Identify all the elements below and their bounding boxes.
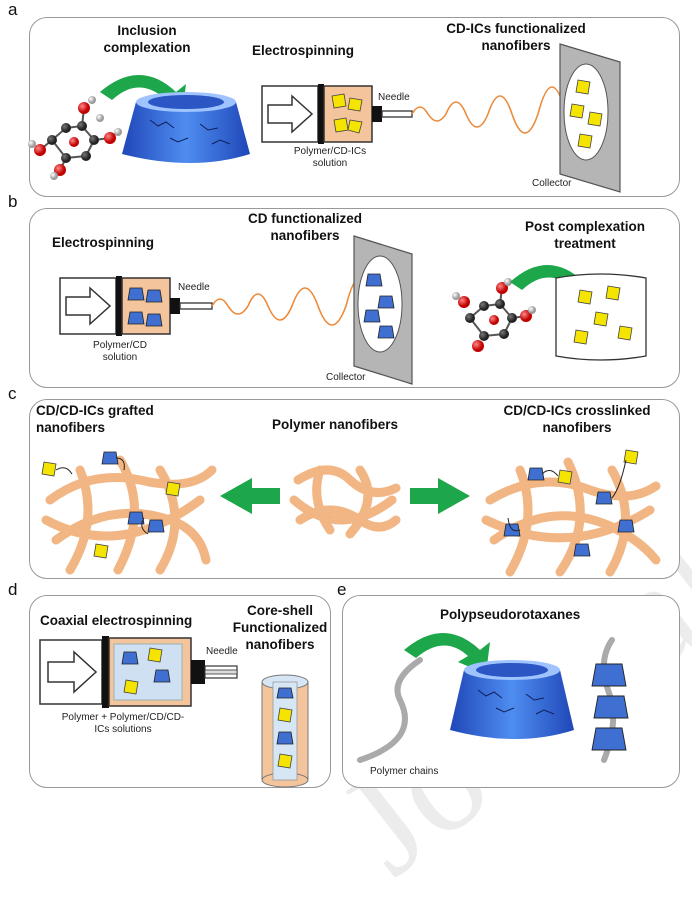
cyclodextrin-cone-e xyxy=(450,660,574,739)
post-complexation-title: Post complexation treatment xyxy=(524,219,646,251)
crosslinked-title: CD/CD-ICs crosslinked nanofibers xyxy=(503,403,651,435)
electrospinning-title-a: Electrospinning xyxy=(252,43,355,58)
panel-label-d: d xyxy=(8,580,18,599)
electrospun-jet-a xyxy=(411,86,567,134)
polypseudorotaxanes-title: Polypseudorotaxanes xyxy=(440,607,581,622)
solution-label-d: Polymer + Polymer/CD/CD-ICs solutions xyxy=(61,712,185,735)
core-shell-title: Core-shell Functionalized nanofibers xyxy=(232,603,328,652)
coaxial-title: Coaxial electrospinning xyxy=(40,613,193,628)
syringe-a xyxy=(261,84,413,144)
green-arrow-right xyxy=(410,478,470,514)
green-curved-arrow-e xyxy=(404,633,490,674)
collector-label-a: Collector xyxy=(532,178,572,189)
needle-label-b: Needle xyxy=(178,282,210,293)
electrospun-jet-b xyxy=(211,277,375,326)
diagram-graphics xyxy=(28,43,661,788)
coaxial-syringe xyxy=(39,636,238,708)
grafted-title: CD/CD-ICs grafted nanofibers xyxy=(36,403,154,435)
needle-label-a: Needle xyxy=(378,92,410,103)
collector-label-b: Collector xyxy=(326,372,366,383)
inclusion-complexation-title: Inclusion complexation xyxy=(103,23,191,55)
green-arrow-left xyxy=(220,478,280,514)
guest-molecule-b xyxy=(452,278,536,352)
crosslinked-fiber-network xyxy=(481,457,661,577)
polymer-chains-label: Polymer chains xyxy=(370,766,439,777)
guest-molecule-a xyxy=(28,96,122,180)
cyclodextrin-cone-a xyxy=(122,92,250,163)
cd-ics-fibers-title: CD-ICs functionalized nanofibers xyxy=(446,21,586,53)
solution-label-a: Polymer/CD-ICs solution xyxy=(293,146,367,169)
needle-label-d: Needle xyxy=(206,646,238,657)
syringe-b xyxy=(59,276,213,336)
collector-a xyxy=(559,43,621,193)
polymer-nanofibers-title: Polymer nanofibers xyxy=(272,417,399,432)
solution-label-b: Polymer/CD solution xyxy=(93,340,147,363)
polymer-fiber-network xyxy=(289,465,401,539)
crosslinked-cds xyxy=(503,449,639,557)
panel-label-b: b xyxy=(8,192,18,211)
cd-fibers-title: CD functionalized nanofibers xyxy=(248,211,362,243)
threaded-cds xyxy=(591,663,629,751)
core-shell-fiber xyxy=(261,674,309,788)
grafted-fiber-network xyxy=(41,455,217,575)
electrospinning-title-b: Electrospinning xyxy=(52,235,155,250)
polymer-chain-left xyxy=(357,657,423,763)
panel-label-a: a xyxy=(8,0,18,19)
panel-label-e: e xyxy=(337,580,347,599)
collector-b xyxy=(353,235,413,385)
grafted-cds xyxy=(41,451,181,559)
panel-label-c: c xyxy=(8,384,17,403)
treated-mat-b xyxy=(555,273,647,361)
